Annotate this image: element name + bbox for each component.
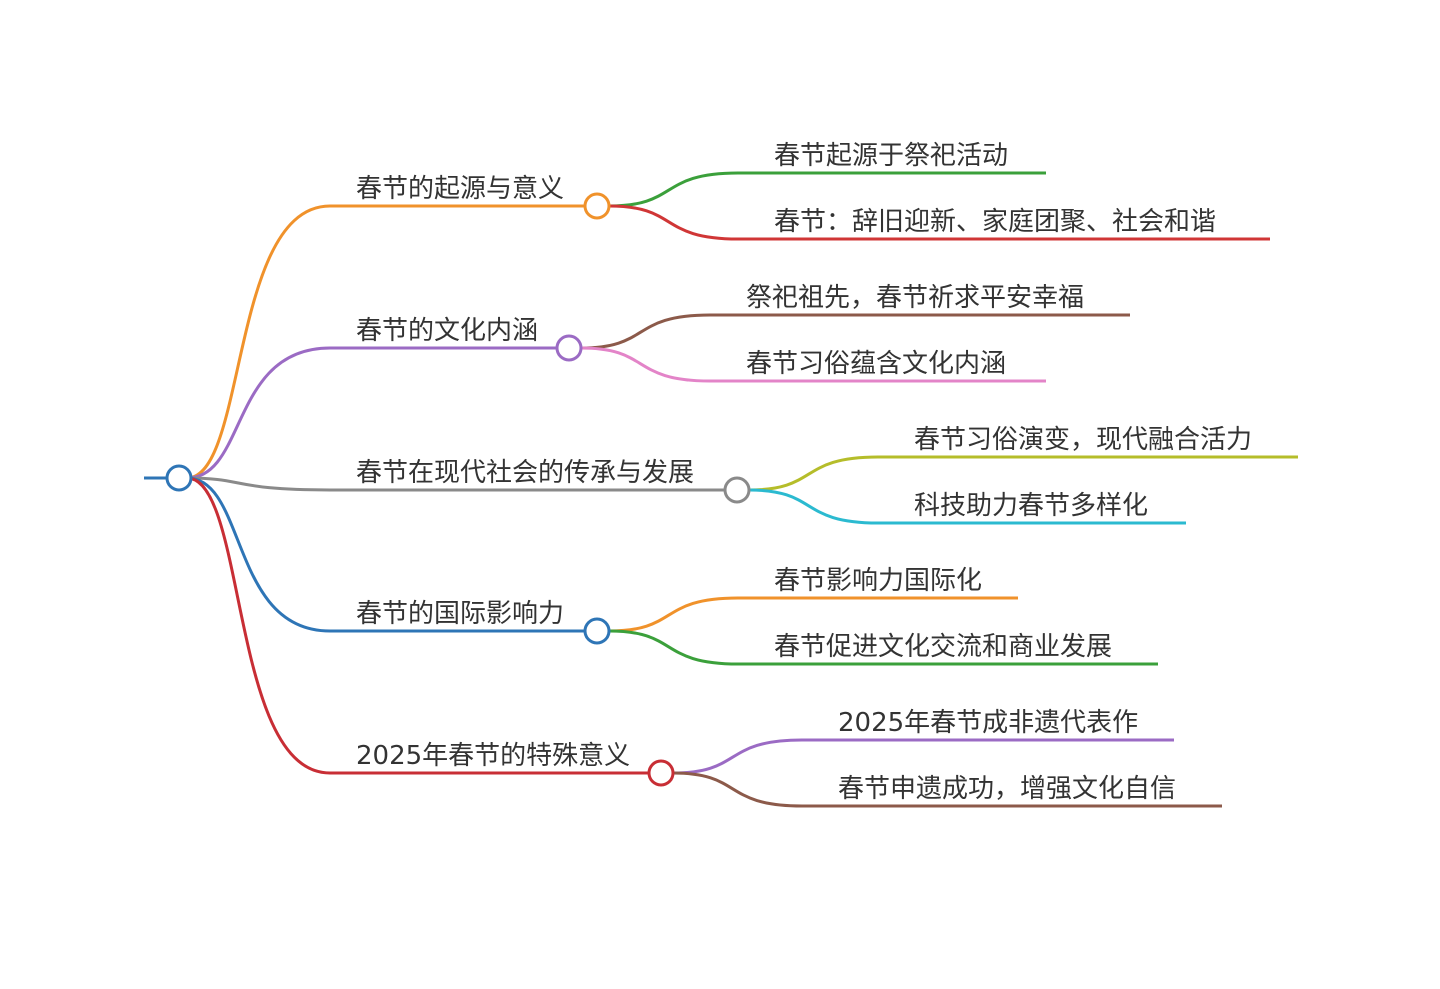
child-label-2-2: 春节习俗蕴含文化内涵 — [746, 349, 1006, 379]
child-label-4-1: 春节影响力国际化 — [774, 566, 982, 596]
underlines-layer — [144, 171, 1298, 808]
branch-node-5[interactable] — [647, 759, 675, 787]
child-edge-1-2 — [607, 204, 740, 241]
child-label-1-1: 春节起源于祭祀活动 — [774, 141, 1008, 171]
child-edge-5-1 — [671, 738, 804, 775]
child-label-3-2: 科技助力春节多样化 — [914, 491, 1148, 521]
child-edge-2-2 — [579, 346, 712, 383]
child-label-2-1: 祭祀祖先，春节祈求平安幸福 — [746, 283, 1084, 313]
child-label-5-1: 2025年春节成非遗代表作 — [838, 708, 1138, 738]
branch-node-3[interactable] — [723, 476, 751, 504]
child-edge-2-1 — [579, 313, 712, 350]
branch-label-3: 春节在现代社会的传承与发展 — [356, 458, 694, 488]
child-edge-3-2 — [747, 488, 880, 525]
branch-edge-4 — [185, 476, 332, 633]
branch-node-4[interactable] — [583, 617, 611, 645]
branch-label-4: 春节的国际影响力 — [356, 599, 564, 629]
branch-label-1: 春节的起源与意义 — [356, 174, 564, 204]
branch-edge-1 — [185, 204, 332, 480]
child-label-5-2: 春节申遗成功，增强文化自信 — [838, 774, 1176, 804]
child-label-4-2: 春节促进文化交流和商业发展 — [774, 632, 1112, 662]
branch-edge-3 — [185, 476, 332, 492]
child-label-3-1: 春节习俗演变，现代融合活力 — [914, 425, 1252, 455]
branch-edge-2 — [185, 346, 332, 480]
branch-label-2: 春节的文化内涵 — [356, 316, 538, 346]
branch-node-1[interactable] — [583, 192, 611, 220]
root-node[interactable] — [165, 464, 193, 492]
branch-label-5: 2025年春节的特殊意义 — [356, 741, 630, 771]
child-edge-4-2 — [607, 629, 740, 666]
branch-node-2[interactable] — [555, 334, 583, 362]
branch-edge-5 — [185, 476, 332, 775]
child-edge-3-1 — [747, 455, 880, 492]
child-label-1-2: 春节：辞旧迎新、家庭团聚、社会和谐 — [774, 207, 1216, 237]
child-edge-5-2 — [671, 771, 804, 808]
node-circles-layer — [165, 192, 751, 787]
child-edge-4-1 — [607, 596, 740, 633]
labels-layer: 春节的起源与意义 春节起源于祭祀活动春节：辞旧迎新、家庭团聚、社会和谐春节的文化内… — [356, 141, 1252, 804]
edges-layer — [185, 171, 880, 808]
child-edge-1-1 — [607, 171, 740, 208]
